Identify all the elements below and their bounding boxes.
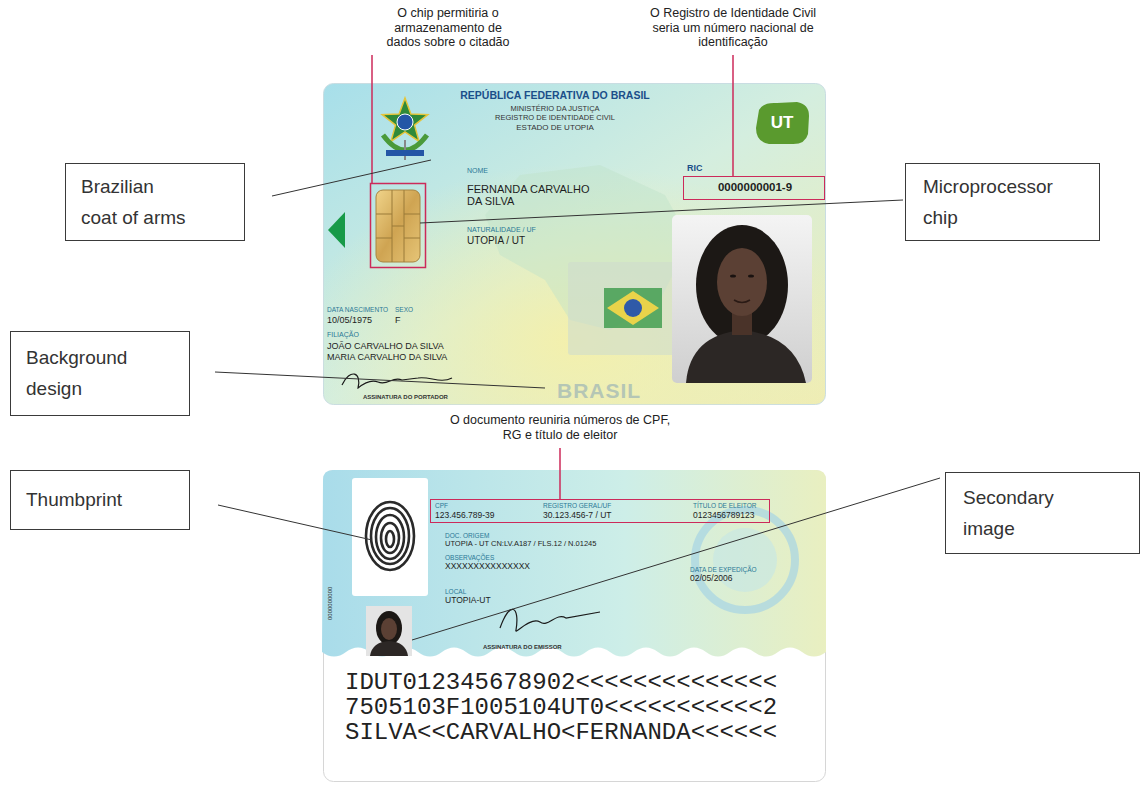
mrz-line: 7505103F1005104UT0<<<<<<<<<<<2 xyxy=(345,696,777,720)
field-label: FILIAÇÃO xyxy=(327,331,359,339)
logo-text: UT xyxy=(771,113,794,133)
green-triangle xyxy=(328,212,345,248)
coat-of-arms-disc xyxy=(397,114,413,130)
coat-of-arms-star xyxy=(382,98,428,141)
leader-line xyxy=(272,160,431,196)
field-label: NATURALIDADE / UF xyxy=(467,226,536,234)
portrait-hair xyxy=(696,225,788,345)
card-heading: REPÚBLICA FEDERATIVA DO BRASIL xyxy=(460,89,650,101)
thumbprint-ridge xyxy=(386,531,394,547)
field-label: DOC. ORIGEM xyxy=(445,532,489,539)
chip-contacts xyxy=(376,190,420,262)
secondary-portrait-face xyxy=(381,618,397,640)
callout-box: Secondary image xyxy=(945,472,1140,554)
watermark: BRASIL xyxy=(557,379,641,403)
field-value: XXXXXXXXXXXXXXX xyxy=(445,562,530,572)
flag xyxy=(604,288,662,328)
field-value: 0123456789123 xyxy=(693,511,754,521)
field-value: UTOPIA - UT CN:LV.A187 / FLS.12 / N.0124… xyxy=(445,540,596,549)
field-label: TÍTULO DE ELEITOR xyxy=(693,502,756,509)
field-label: LOCAL xyxy=(445,588,466,595)
field-label: REGISTRO GERAL/UF xyxy=(543,502,611,509)
field-value: UTOPIA-UT xyxy=(445,596,491,606)
callout-label: Background design xyxy=(26,342,156,404)
mrz-line: IDUT012345678902<<<<<<<<<<<<<< xyxy=(345,671,777,695)
thumbprint-ridge xyxy=(371,508,409,564)
signature xyxy=(500,609,600,631)
field-value: FERNANDA CARVALHO DA SILVA xyxy=(467,183,599,207)
id-number: 0000000001-9 xyxy=(718,181,792,194)
portrait-eye xyxy=(748,274,754,277)
field-label: RIC xyxy=(687,163,703,173)
leader-line xyxy=(218,505,372,540)
serial-number: 0000000000 xyxy=(327,587,334,620)
highlight-box: CPF 123.456.789-39 REGISTRO GERAL/UF 30.123… xyxy=(430,499,770,523)
field-value: MARIA CARVALHO DA SILVA xyxy=(327,352,447,362)
annotation-note: O chip permitiria o armazenamento de dad… xyxy=(383,6,513,50)
chip xyxy=(376,190,420,262)
id-card-front: REPÚBLICA FEDERATIVA DO BRASIL MINISTÉRIO… xyxy=(323,83,826,405)
portrait-ground xyxy=(672,215,812,383)
logo-shape xyxy=(756,102,809,144)
annotation-note: O Registro de Identidade Civil seria um … xyxy=(647,6,819,50)
callout-label: Microprocessor chip xyxy=(923,171,1073,233)
signature-caption: ASSINATURA DO PORTADOR xyxy=(363,394,448,401)
seal xyxy=(695,510,795,610)
coat-of-arms-ribbon xyxy=(386,150,424,156)
field-value: 02/05/2006 xyxy=(690,574,733,584)
field-value: 123.456.789-39 xyxy=(435,511,495,521)
callout-box: Microprocessor chip xyxy=(905,163,1100,241)
callout-label: Thumbprint xyxy=(26,484,166,515)
field-label: CPF xyxy=(435,502,448,509)
thumbprint-ridge xyxy=(381,523,399,553)
field-label: NOME xyxy=(467,167,488,175)
thumbprint-ridge xyxy=(376,515,404,559)
ut-logo: UT xyxy=(753,100,811,146)
mrz-line: SILVA<<CARVALHO<FERNANDA<<<<<< xyxy=(345,721,777,745)
secondary-portrait-ground xyxy=(366,606,412,656)
field-value: UTOPIA / UT xyxy=(467,235,525,247)
highlight-box: 0000000001-9 xyxy=(683,176,825,200)
card-front-ground xyxy=(324,84,826,405)
thumbprint-ridge xyxy=(366,502,414,570)
callout-label: Secondary image xyxy=(963,482,1088,544)
field-value: 10/05/1975 xyxy=(327,315,372,325)
card-heading: ESTADO DE UTOPIA xyxy=(516,123,594,132)
card-back-band xyxy=(322,470,826,657)
flag-diamond xyxy=(607,291,659,325)
field-label: SEXO xyxy=(395,306,413,313)
thumbprint-field xyxy=(352,478,428,596)
field-label: OBSERVAÇÕES xyxy=(445,554,494,561)
field-value: 30.123.456-7 / UT xyxy=(543,511,612,521)
field-label: DATA NASCIMENTO xyxy=(327,306,388,313)
leader-line xyxy=(215,372,545,388)
flag-globe xyxy=(624,299,642,317)
callout-label: Brazilian coat of arms xyxy=(81,171,190,233)
annotation-note: O documento reuniria números de CPF, RG … xyxy=(444,413,676,442)
card-heading: MINISTÉRIO DA JUSTIÇA xyxy=(510,105,599,114)
annotation-line xyxy=(732,55,734,176)
annotation-line xyxy=(371,55,373,183)
callout-box: Brazilian coat of arms xyxy=(65,163,245,241)
secondary-portrait-hair xyxy=(376,611,402,645)
field-value: F xyxy=(395,315,401,325)
id-card-back: DOC. ORIGEMUTOPIA - UT CN:LV.A187 / FLS.… xyxy=(323,470,826,782)
annotation-line xyxy=(559,448,561,499)
field-label: DATA DE EXPEDIÇÃO xyxy=(690,566,757,573)
card-front-glow xyxy=(324,84,826,405)
portrait-shoulders xyxy=(686,330,806,383)
portrait-face xyxy=(717,248,767,316)
callout-box: Background design xyxy=(10,331,190,416)
card-heading: REGISTRO DE IDENTIDADE CIVIL xyxy=(495,114,615,123)
portrait-mouth xyxy=(734,300,750,303)
leader-line xyxy=(412,478,940,640)
secondary-portrait-shoulders xyxy=(370,641,408,656)
callout-box: Thumbprint xyxy=(10,470,190,530)
portrait-eye xyxy=(730,274,736,277)
signature-caption: ASSINATURA DO EMISSOR xyxy=(483,644,562,651)
field-value: JOÃO CARVALHO DA SILVA xyxy=(327,341,444,351)
highlight-frame xyxy=(371,184,426,268)
